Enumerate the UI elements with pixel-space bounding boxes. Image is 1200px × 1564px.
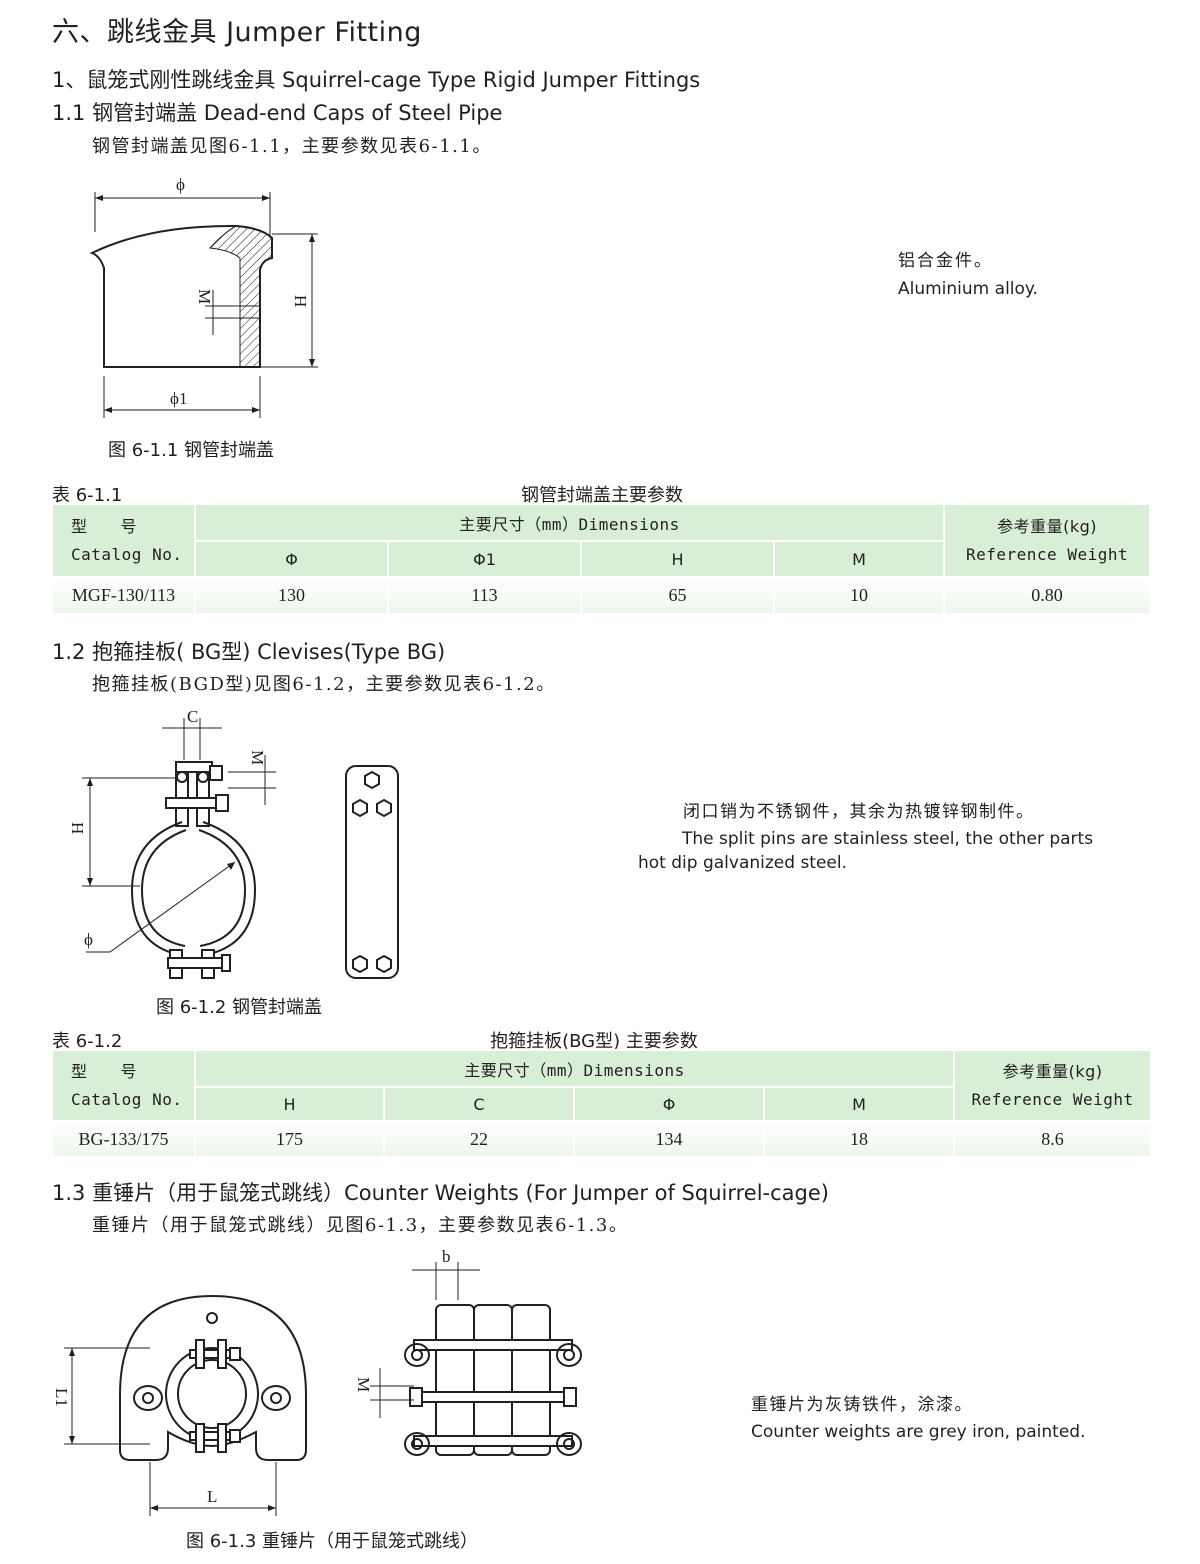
table-row: BG-133/175 175 22 134 18 8.6 [51,1120,1153,1158]
note-1-1-cn: 铝合金件。 [898,251,993,271]
table-6-1-1: 型 号 Catalog No. 主要尺寸（mm）Dimensions 参考重量(… [51,503,1152,615]
label-m: M [195,289,214,304]
section-1-2-title: 1.2 抱箍挂板( BG型) Clevises(Type BG) [52,640,446,664]
note-1-3-en: Counter weights are grey iron, painted. [751,1422,1086,1442]
table-6-1-2-title: 抱箍挂板(BG型) 主要参数 [490,1031,698,1052]
column-header: H [580,540,775,578]
column-header: Φ [194,540,389,578]
value-cell: 18 [762,1120,956,1158]
table-6-1-2: 型 号 Catalog No. 主要尺寸（mm）Dimensions 参考重量(… [51,1049,1153,1158]
column-header: Φ [573,1086,765,1122]
column-header: H [194,1086,385,1122]
note-1-2-en-1: The split pins are stainless steel, the … [682,829,1094,849]
value-cell: 10 [772,576,946,615]
label-phi: ϕ [176,175,185,194]
value-cell: 175 [194,1120,385,1158]
column-header: M [762,1086,956,1122]
figure-6-1-1-caption: 图 6-1.1 钢管封端盖 [108,440,275,461]
section-1-2-intro: 抱箍挂板(BGD型)见图6-1.2，主要参数见表6-1.2。 [92,674,556,695]
dimensions-header: 主要尺寸（mm）Dimensions [193,503,946,542]
label-m-weight: M [354,1377,373,1392]
dead-end-cap-drawing: ϕ M H ϕ1 [89,175,318,418]
table-6-1-2-label: 表 6-1.2 [52,1031,123,1052]
weight-header: 参考重量(kg) Reference Weight [943,503,1152,578]
note-1-1-en: Aluminium alloy. [898,279,1038,299]
value-cell: 134 [573,1120,765,1158]
label-phi-clevis: ϕ [84,930,93,949]
value-cell: 130 [194,576,389,615]
catalog-header: 型 号 Catalog No. [51,1049,196,1122]
section-1-1-title: 1.1 钢管封端盖 Dead-end Caps of Steel Pipe [52,101,503,125]
weight-cell: 0.80 [943,576,1152,615]
table-6-1-1-title: 钢管封端盖主要参数 [521,485,683,506]
catalog-header: 型 号 Catalog No. [51,503,196,578]
weight-header: 参考重量(kg) Reference Weight [953,1049,1153,1122]
figure-6-1-3-caption: 图 6-1.3 重锤片（用于鼠笼式跳线） [186,1531,479,1552]
label-phi1: ϕ1 [170,389,187,408]
figure-6-1-2-caption: 图 6-1.2 钢管封端盖 [156,997,323,1018]
section-1-3-intro: 重锤片（用于鼠笼式跳线）见图6-1.3，主要参数见表6-1.3。 [92,1215,629,1236]
note-1-2-cn: 闭口销为不锈钢件，其余为热镀锌钢制件。 [683,802,1035,822]
label-l: L [207,1487,217,1506]
weight-cell: 8.6 [953,1120,1153,1158]
column-header: Φ1 [387,540,582,578]
label-l1: L1 [52,1388,71,1407]
label-h: H [291,295,310,307]
value-cell: 65 [580,576,775,615]
dimensions-header: 主要尺寸（mm）Dimensions [193,1049,956,1088]
main-heading: 六、跳线金具 Jumper Fitting [52,17,422,48]
table-6-1-1-label: 表 6-1.1 [52,485,123,506]
sub-heading: 1、鼠笼式刚性跳线金具 Squirrel-cage Type Rigid Jum… [52,68,701,92]
catalog-cell: MGF-130/113 [51,576,196,615]
note-1-2-en-2: hot dip galvanized steel. [638,853,848,873]
label-h-clevis: H [68,822,87,834]
note-1-3-cn: 重锤片为灰铸铁件，涂漆。 [751,1395,973,1415]
section-1-1-intro: 钢管封端盖见图6-1.1，主要参数见表6-1.1。 [92,136,492,157]
value-cell: 22 [383,1120,575,1158]
clevis-drawing: C M H ϕ [68,707,399,979]
catalog-cell: BG-133/175 [51,1120,196,1158]
counter-weight-drawing: L1 L b M [52,1247,582,1516]
table-row: MGF-130/113 130 113 65 10 0.80 [51,576,1152,615]
column-header: M [772,540,946,578]
label-c: C [187,707,198,726]
label-b: b [442,1247,451,1266]
value-cell: 113 [387,576,582,615]
column-header: C [383,1086,575,1122]
section-1-3-title: 1.3 重锤片（用于鼠笼式跳线）Counter Weights (For Jum… [52,1181,829,1205]
label-m-clevis: M [248,750,267,765]
